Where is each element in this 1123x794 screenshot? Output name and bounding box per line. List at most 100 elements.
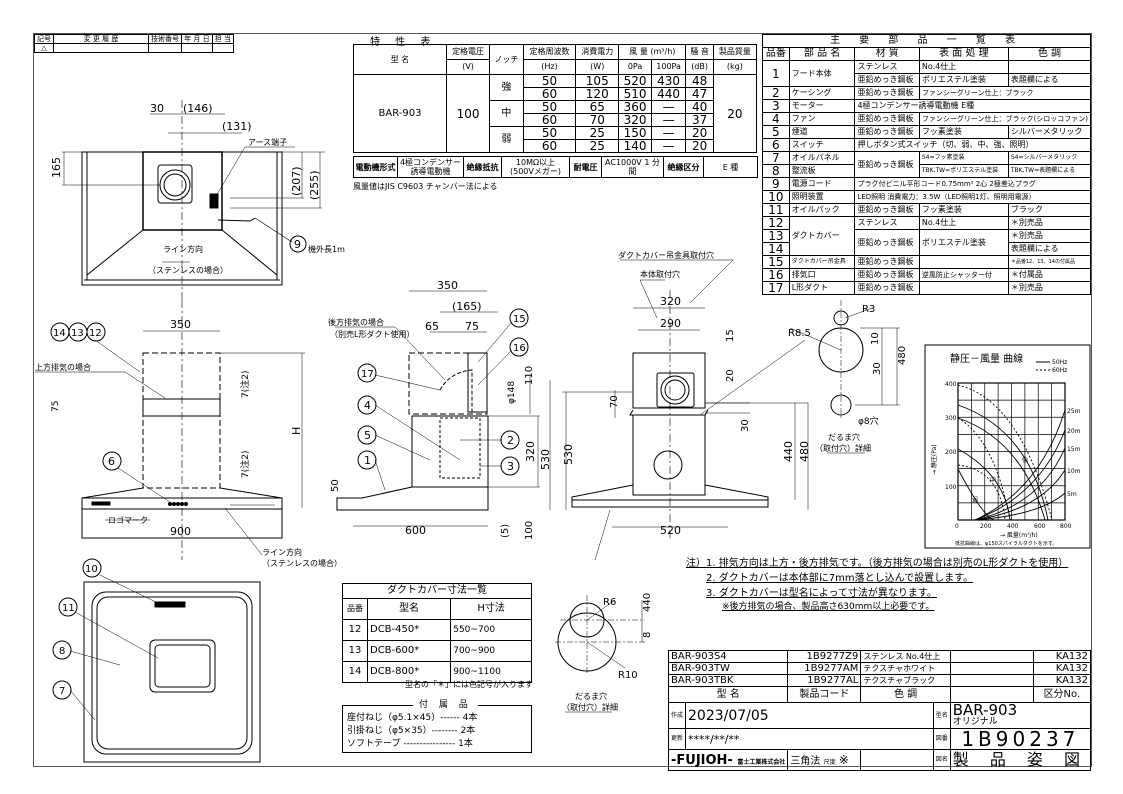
variant-blank bbox=[949, 650, 1034, 663]
hole-phi8: φ8穴 bbox=[858, 415, 879, 427]
variant-model: BAR-903S4 bbox=[667, 650, 789, 663]
dim-320-side: 320 bbox=[524, 441, 537, 462]
variant-div: KA132 bbox=[1032, 650, 1092, 663]
hdr-weight: 製品質量 bbox=[712, 44, 758, 60]
callout-11: 11 bbox=[62, 603, 75, 614]
dim-8: 8 bbox=[642, 632, 653, 638]
parts-cell: ポリエステル塗装 bbox=[918, 229, 1009, 256]
cell-q100: — bbox=[650, 100, 687, 114]
duct-model: DCB-800* bbox=[366, 661, 452, 683]
parts-cell: ダクトカバー bbox=[788, 216, 856, 256]
resist-label-15m: 15m bbox=[1067, 446, 1081, 453]
resist-label-5m: 5m bbox=[1067, 491, 1077, 498]
cell-q100: — bbox=[650, 126, 687, 140]
variant-div: KA132 bbox=[1032, 662, 1092, 675]
dim-440-hole: 440 bbox=[642, 593, 653, 612]
duct-no: 12 bbox=[342, 619, 368, 641]
earth-terminal-label: アース端子 bbox=[248, 137, 287, 147]
created-date: 2023/07/05 bbox=[685, 702, 934, 729]
ytick-0: 0 bbox=[955, 523, 959, 530]
notch-label-weak: 弱 bbox=[972, 497, 978, 504]
dim-520: 520 bbox=[660, 524, 681, 537]
tb-hdr-div: 区分No. bbox=[1032, 686, 1092, 703]
xtick-400: 400 bbox=[1007, 523, 1019, 530]
title-model: BAR-903 bbox=[952, 700, 1018, 719]
accessories-box: 付 属 品 座付ねじ（φ5.1×45）------ 4本 引掛ねじ（φ5×35）… bbox=[342, 699, 532, 753]
legend-60hz: 60Hz bbox=[1052, 367, 1067, 374]
hanger-hole-label: ダクトカバー吊金具取付穴 bbox=[618, 250, 714, 260]
dim-10: 10 bbox=[870, 332, 881, 345]
characteristics-table: 型 名定格電圧ノッチ定格周波数消費電力風 量 (m³/h)騒 音製品質量 (V)… bbox=[353, 44, 758, 153]
dim-350-side: 350 bbox=[437, 279, 458, 292]
duct-model: DCB-600* bbox=[366, 640, 452, 662]
spec-cell: E 種 bbox=[703, 156, 758, 178]
dim-phi148: φ148 bbox=[507, 381, 517, 404]
resist-label-20m: 20m bbox=[1067, 428, 1081, 435]
variant-model: BAR-903TW bbox=[667, 662, 789, 675]
duct-no: 14 bbox=[342, 661, 368, 683]
keyhole2-title-2: （取付穴）詳細 bbox=[562, 702, 618, 712]
variant-color: テクスチャホワイト bbox=[860, 662, 951, 675]
xtick-800: 800 bbox=[1060, 523, 1072, 530]
callout-1: 1 bbox=[364, 454, 371, 467]
characteristics-title: 特 性 表 bbox=[370, 37, 437, 48]
callout-4: 4 bbox=[364, 399, 371, 412]
curve-strong-50hz bbox=[957, 404, 1049, 521]
cell-q100: — bbox=[650, 139, 687, 153]
line-direction-label-2: ライン方向 bbox=[262, 547, 302, 557]
dim-290: 290 bbox=[660, 317, 681, 330]
parts-cell: ＊別売品 bbox=[1007, 281, 1092, 295]
tb-hdr-code: 製品コード bbox=[787, 686, 862, 703]
updated-date: ****/**/** bbox=[685, 728, 934, 750]
radius-10: R10 bbox=[618, 670, 638, 681]
notch-label-mid: 中 bbox=[990, 476, 996, 484]
company-name: 富士工業株式会社 bbox=[737, 758, 786, 766]
callout-2: 2 bbox=[507, 434, 514, 447]
radius-6: R6 bbox=[603, 597, 616, 608]
variant-code: 1B9277AM bbox=[787, 662, 862, 675]
callout-10: 10 bbox=[85, 564, 98, 575]
keyhole-title-2: （取付穴）詳細 bbox=[815, 443, 871, 453]
title-model-sub: オリジナル bbox=[952, 716, 998, 727]
cell-hz: 50 bbox=[522, 74, 577, 88]
dim-75: 75 bbox=[51, 401, 61, 412]
ytick-400: 400 bbox=[945, 381, 957, 388]
dim-480-hole: 480 bbox=[897, 346, 908, 365]
dim-530-side: 530 bbox=[539, 449, 552, 470]
duct-model: DCB-450* bbox=[366, 619, 452, 641]
resist-25m bbox=[974, 409, 1066, 521]
dim-30: 30 bbox=[150, 102, 164, 115]
pressure-airflow-graph: 静圧－風量 曲線 50Hz 60Hz 400 300 200 100 0 200… bbox=[924, 344, 1091, 549]
scale-label: 尺度 bbox=[823, 758, 836, 766]
spec-cell: 4極コンデンサー誘導電動機 bbox=[397, 156, 464, 178]
callout-12: 12 bbox=[89, 328, 102, 339]
spec-cell: 10MΩ以上 (500Vメガー) bbox=[501, 156, 570, 178]
dim-7-note2-upper: 7(注2) bbox=[239, 371, 251, 398]
ytick-100: 100 bbox=[945, 484, 957, 491]
line-direction-label: ライン方向 bbox=[163, 244, 203, 254]
callout-8: 8 bbox=[59, 646, 65, 657]
dim-165: (165) bbox=[452, 300, 482, 313]
callout-7: 7 bbox=[59, 686, 65, 697]
stainless-label: （ステンレスの場合） bbox=[148, 265, 228, 275]
note-3: 3. ダクトカバーは型名によって寸法が異なります。 bbox=[706, 588, 937, 599]
parts-cell: 亜鉛めっき鋼板 bbox=[854, 281, 920, 295]
variant-color: テクスチャブラック bbox=[860, 674, 951, 687]
cell-db: 20 bbox=[685, 139, 714, 153]
cell-q0: 510 bbox=[618, 87, 652, 101]
